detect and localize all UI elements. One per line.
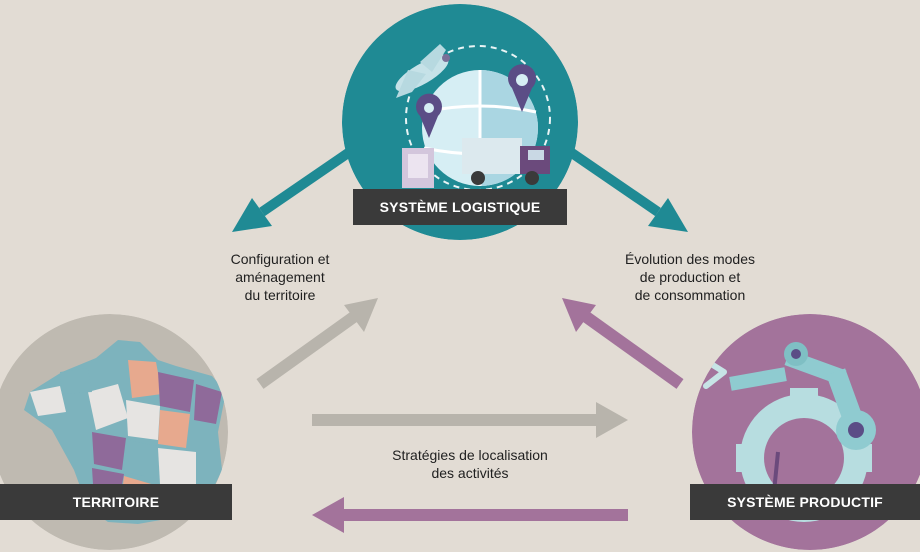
territoire-banner: TERRITOIRE (0, 484, 232, 520)
localisation-relation-line: des activités (431, 465, 509, 481)
territoire-relation-line: Configuration et (230, 251, 330, 267)
grey-arrow-territoire-to-logistique (256, 298, 378, 389)
warehouse-icon (402, 148, 434, 188)
territoire-relation-line: du territoire (244, 287, 316, 303)
production-relation-line: de production et (639, 269, 741, 285)
location-pin-icon (416, 64, 536, 138)
production-relation-line: Évolution des modes (625, 251, 755, 267)
territoire-relation-line: aménagement (235, 269, 325, 285)
logistique-node (342, 4, 578, 240)
grey-arrow-territoire-to-productif (312, 402, 628, 438)
production-relation-label: Évolution des modes de production et de … (590, 250, 790, 304)
territoire-label: TERRITOIRE (72, 494, 160, 510)
robot-arm-icon (703, 342, 876, 493)
purple-arrow-productif-to-territoire (312, 497, 628, 533)
logistique-banner: SYSTÈME LOGISTIQUE (353, 189, 567, 225)
productif-label: SYSTÈME PRODUCTIF (727, 494, 883, 510)
airplane-icon (395, 44, 450, 98)
logistique-label: SYSTÈME LOGISTIQUE (379, 199, 541, 215)
territoire-relation-label: Configuration et aménagement du territoi… (190, 250, 370, 304)
localisation-relation-label: Stratégies de localisation des activités (350, 446, 590, 482)
truck-icon (462, 138, 550, 185)
purple-arrow-productif-to-logistique (562, 298, 684, 389)
productif-banner: SYSTÈME PRODUCTIF (690, 484, 920, 520)
localisation-relation-line: Stratégies de localisation (392, 447, 548, 463)
production-relation-line: de consommation (634, 287, 746, 303)
